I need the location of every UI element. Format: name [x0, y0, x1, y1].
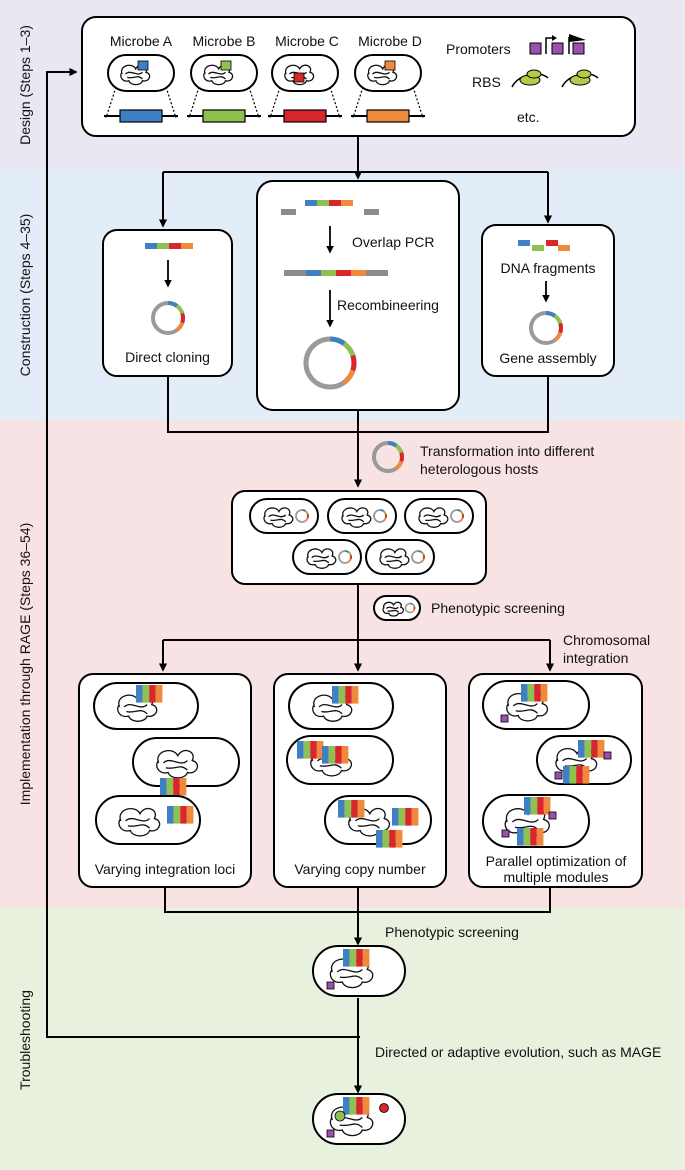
varying-copy-label: Varying copy number: [294, 861, 426, 877]
rbs-label: RBS: [472, 74, 501, 90]
loci-cell: [93, 682, 199, 730]
stage-label-implementation: Implementation through RAGE (Steps 36–54…: [17, 522, 33, 806]
recombineering-label: Recombineering: [337, 297, 439, 313]
promoters-icon: [529, 34, 586, 55]
host-cell: [365, 539, 435, 575]
recombineering-box: [256, 180, 460, 411]
host-cell: [404, 498, 474, 534]
dna-fragments-label: DNA fragments: [500, 260, 596, 276]
dna-fragment-pieces: [518, 240, 570, 251]
host-cell: [292, 539, 362, 575]
etc-label: etc.: [517, 109, 540, 125]
parallel-optimization-label: Parallel optimization of multiple module…: [485, 853, 627, 885]
gene-assembly-plasmid: [529, 311, 563, 345]
evolved-cell: [312, 1093, 406, 1145]
microbe-c-label: Microbe C: [275, 33, 339, 49]
microbe-b-cell: [187, 54, 261, 123]
loci-cell: [95, 795, 201, 845]
pcr-fragments: [281, 200, 379, 215]
loci-cell: [132, 737, 240, 796]
chromosomal-integration-label: Chromosomal integration: [563, 632, 651, 666]
rbs-icon: [511, 69, 599, 88]
direct-cloning-label: Direct cloning: [125, 349, 210, 365]
parallel-cell: [536, 735, 632, 785]
screening-cell: [373, 595, 421, 621]
copy-cell: [286, 735, 394, 785]
rage-cells: [93, 680, 632, 848]
microbe-c-cell: [268, 54, 342, 123]
phenotypic-screening-label-2: Phenotypic screening: [385, 924, 519, 940]
host-cells: [249, 498, 474, 575]
transformation-label: Transformation into different heterologo…: [420, 443, 595, 477]
microbe-a-cell: [104, 54, 178, 123]
stage-label-construction: Construction (Steps 4–35): [17, 213, 33, 377]
phenotypic-screening-label: Phenotypic screening: [431, 600, 565, 616]
microbe-b-label: Microbe B: [192, 33, 256, 49]
copy-cell: [288, 682, 394, 730]
parallel-cell: [482, 680, 590, 730]
gene-assembly-label: Gene assembly: [499, 350, 597, 366]
varying-loci-label: Varying integration loci: [94, 861, 236, 877]
stage-label-troubleshooting: Troubleshooting: [17, 990, 33, 1090]
screened-cell: [312, 945, 406, 997]
stage-label-design: Design (Steps 1–3): [17, 25, 33, 145]
direct-cloning-fragment: [145, 243, 193, 249]
transformation-plasmid: [372, 441, 404, 473]
copy-cell: [324, 795, 432, 848]
directed-evolution-label: Directed or adaptive evolution, such as …: [375, 1044, 662, 1060]
host-cell: [327, 498, 397, 534]
microbe-d-label: Microbe D: [358, 33, 422, 49]
host-cell: [249, 498, 319, 534]
microbe-a-label: Microbe A: [109, 33, 173, 49]
microbe-d-cell: [351, 54, 425, 123]
troubleshooting-cells: [312, 945, 406, 1145]
screen-cell-body: [373, 595, 421, 621]
recombineering-plasmid: [303, 336, 357, 390]
feedback-loop-line: [46, 67, 360, 1038]
pcr-product: [284, 270, 388, 276]
parallel-cell: [482, 794, 590, 848]
direct-cloning-plasmid: [151, 301, 185, 335]
promoters-label: Promoters: [446, 41, 511, 57]
overlap-pcr-label: Overlap PCR: [352, 234, 435, 250]
